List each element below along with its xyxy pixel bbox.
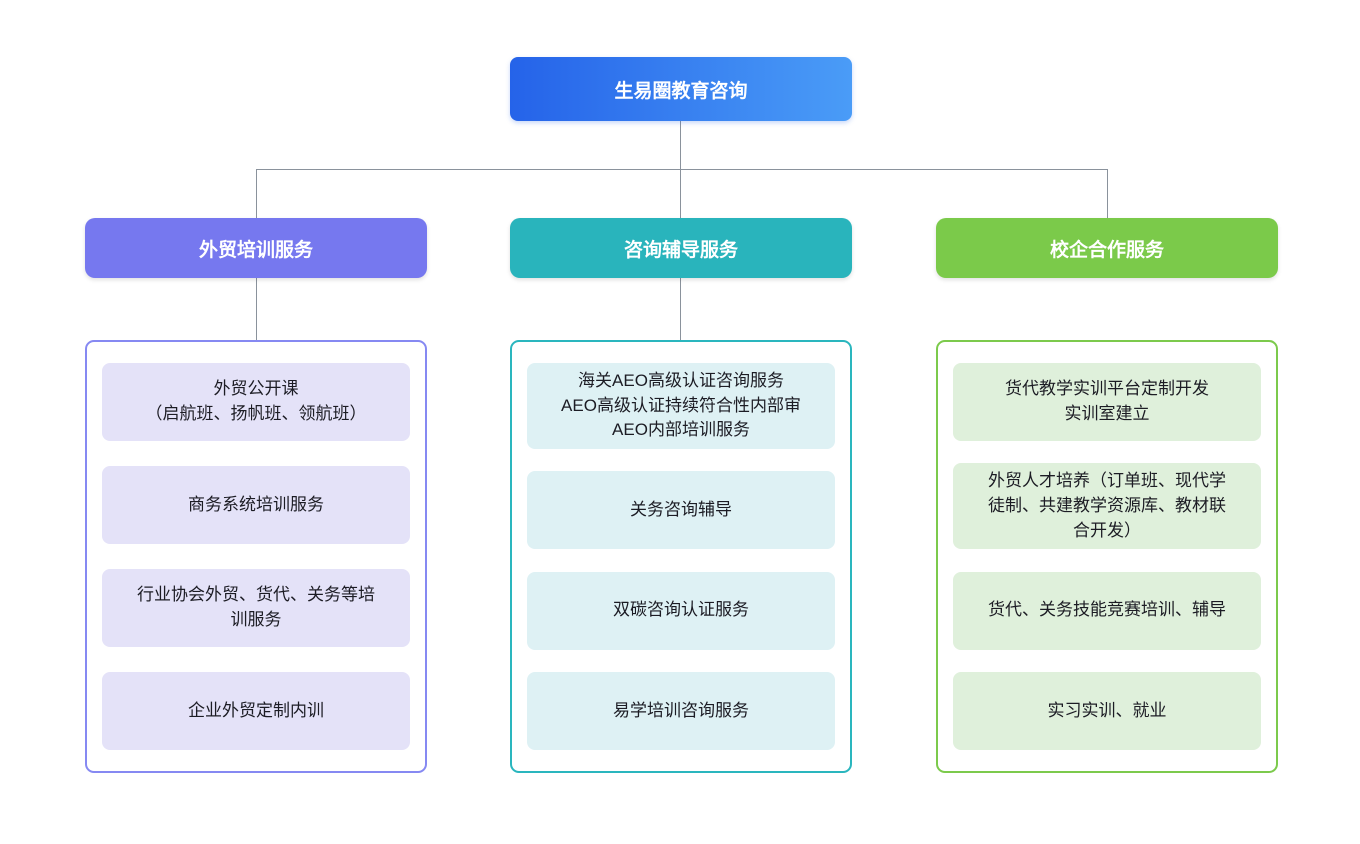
root-node-label: 生易圈教育咨询 (614, 80, 748, 102)
leaf-item: 关务咨询辅导 (527, 471, 835, 550)
leaf-item: 双碳咨询认证服务 (527, 571, 835, 650)
leaf-item: 外贸人才培养（订单班、现代学 徒制、共建教学资源库、教材联 合开发） (953, 463, 1261, 550)
connector-root-down (680, 121, 681, 169)
branch-container-trade-training: 外贸公开课 （启航班、扬帆班、领航班） 商务系统培训服务 行业协会外贸、货代、关… (85, 340, 427, 773)
branch-header-school-enterprise: 校企合作服务 (936, 218, 1278, 278)
leaf-item: 实习实训、就业 (953, 672, 1261, 750)
leaf-item: 外贸公开课 （启航班、扬帆班、领航班） (102, 363, 410, 441)
connector-drop-branch-consulting (680, 169, 681, 218)
branch-header-trade-training-label: 外贸培训服务 (198, 239, 313, 261)
branch-header-trade-training: 外贸培训服务 (85, 218, 427, 278)
connector-header-container-consulting (680, 278, 681, 340)
connector-drop-branch-trade-training (256, 169, 257, 218)
branch-header-consulting: 咨询辅导服务 (510, 218, 852, 278)
leaf-item: 海关AEO高级认证咨询服务 AEO高级认证持续符合性内部审 AEO内部培训服务 (527, 363, 835, 449)
leaf-item: 货代、关务技能竞赛培训、辅导 (953, 571, 1261, 650)
leaf-item: 易学培训咨询服务 (527, 672, 835, 750)
connector-drop-branch-school-enterprise (1107, 169, 1108, 218)
leaf-item: 货代教学实训平台定制开发 实训室建立 (953, 363, 1261, 441)
root-node-company-title: 生易圈教育咨询 (510, 57, 852, 121)
branch-header-school-enterprise-label: 校企合作服务 (1049, 239, 1164, 261)
leaf-item: 行业协会外贸、货代、关务等培 训服务 (102, 569, 410, 647)
leaf-item: 商务系统培训服务 (102, 466, 410, 544)
connector-header-container-trade-training (256, 278, 257, 340)
leaf-item: 企业外贸定制内训 (102, 672, 410, 750)
branch-header-consulting-label: 咨询辅导服务 (623, 239, 738, 261)
branch-container-school-enterprise: 货代教学实训平台定制开发 实训室建立 外贸人才培养（订单班、现代学 徒制、共建教… (936, 340, 1278, 773)
connector-horizontal (256, 169, 1107, 170)
branch-container-consulting: 海关AEO高级认证咨询服务 AEO高级认证持续符合性内部审 AEO内部培训服务 … (510, 340, 852, 773)
